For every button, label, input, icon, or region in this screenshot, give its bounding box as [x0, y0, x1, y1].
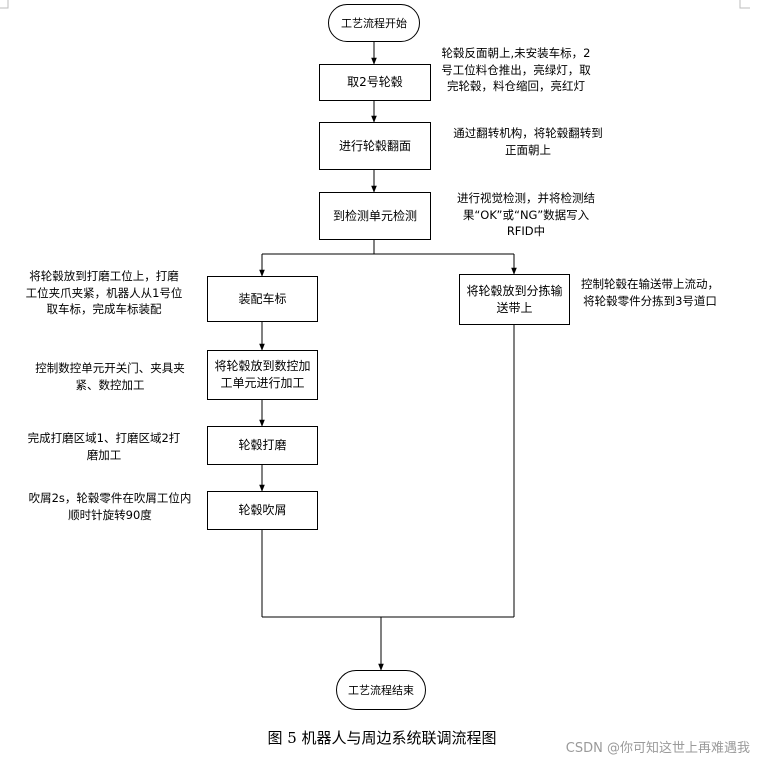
- flip-hub-box: 进行轮毂翻面: [319, 122, 431, 170]
- note-blow: 吹屑2s，轮毂零件在吹屑工位内顺时针旋转90度: [28, 491, 192, 522]
- note-sort: 控制轮毂在输送带上流动，将轮毂零件分拣到3号道口: [581, 277, 719, 308]
- end-terminal: 工艺流程结束: [336, 670, 426, 710]
- figure-caption: 图 5 机器人与周边系统联调流程图: [267, 729, 497, 747]
- start-terminal: 工艺流程开始: [328, 4, 420, 42]
- note-assemble: 将轮毂放到打磨工位上，打磨工位夹爪夹紧，机器人从1号位取车标，完成车标装配: [25, 269, 183, 316]
- grind-box: 轮毂打磨: [207, 426, 318, 465]
- watermark: CSDN @你可知这世上再难遇我: [565, 741, 750, 756]
- page-corner-mark: [0, 0, 9, 9]
- take-hub-box: 取2号轮毂: [319, 64, 431, 101]
- inspect-box: 到检测单元检测: [319, 192, 431, 240]
- note-cnc: 控制数控单元开关门、夹具夹紧、数控加工: [35, 361, 185, 392]
- page-corner-mark: [739, 0, 750, 9]
- assemble-badge-box: 装配车标: [207, 276, 318, 322]
- note-grind: 完成打磨区域1、打磨区域2打磨加工: [27, 431, 181, 462]
- sort-conveyor-box: 将轮毂放到分拣输送带上: [459, 274, 570, 325]
- note-take-hub: 轮毂反面朝上,未安装车标，2号工位料仓推出，亮绿灯，取完轮毂，料仓缩回，亮红灯: [441, 46, 591, 93]
- note-flip: 通过翻转机构，将轮毂翻转到正面朝上: [453, 126, 603, 157]
- note-inspect: 进行视觉检测，并将检测结果“OK”或“NG”数据写入RFID中: [457, 191, 595, 238]
- blow-box: 轮毂吹屑: [207, 491, 318, 530]
- cnc-box: 将轮毂放到数控加工单元进行加工: [207, 350, 318, 400]
